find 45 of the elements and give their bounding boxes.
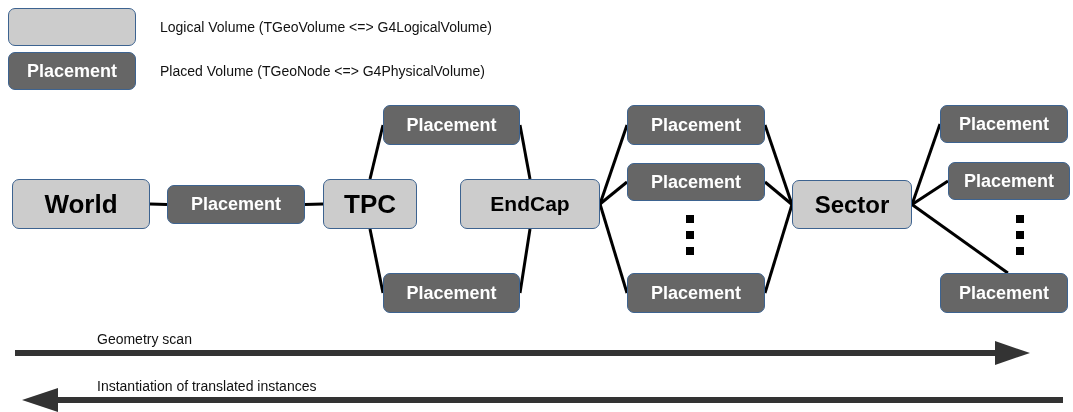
node-label: Placement [958, 113, 1049, 135]
connector-line [764, 180, 793, 206]
connector-line [368, 124, 385, 180]
volume-box [460, 179, 600, 229]
node-label: EndCap [490, 192, 570, 216]
legend-sample-label: Placement [26, 60, 117, 82]
placement-box [627, 273, 765, 313]
node-label: Placement [650, 282, 741, 304]
volume-box [323, 179, 417, 229]
node-label: Sector [814, 190, 890, 219]
placement-box [948, 162, 1070, 200]
placement-box [383, 273, 520, 313]
placement-box [627, 163, 765, 201]
node-label: Placement [958, 282, 1049, 304]
node-label: Placement [406, 282, 497, 304]
connector-line [763, 124, 794, 205]
placement-box [627, 105, 765, 145]
node-label: World [44, 188, 118, 220]
connector-line [910, 123, 942, 205]
connector-line [911, 203, 1009, 275]
connector-line [911, 179, 949, 206]
connector-line [599, 180, 628, 206]
arrow-caption: Instantiation of translated instances [97, 378, 317, 394]
placement-box [940, 273, 1068, 313]
connector-line [368, 228, 385, 294]
node-label: TPC [344, 188, 396, 220]
connector-line [304, 202, 324, 206]
node-label: Placement [406, 114, 497, 136]
placement-box [167, 185, 305, 224]
node-label: Placement [963, 170, 1054, 192]
legend-text: Placed Volume (TGeoNode <=> G4PhysicalVolume) [160, 63, 485, 79]
placement-box [383, 105, 520, 145]
arrow-caption: Geometry scan [97, 331, 192, 347]
connector-line [149, 202, 168, 206]
connector-line [598, 203, 629, 294]
volume-box [792, 180, 912, 229]
connector-line [518, 228, 532, 294]
legend-text: Logical Volume (TGeoVolume <=> G4LogicalVolume) [160, 19, 492, 35]
connector-line [518, 124, 532, 180]
node-label: Placement [650, 171, 741, 193]
node-label: Placement [650, 114, 741, 136]
connector-line [763, 204, 794, 294]
volume-box [12, 179, 150, 229]
placement-box [940, 105, 1068, 143]
node-label: Placement [190, 194, 281, 215]
